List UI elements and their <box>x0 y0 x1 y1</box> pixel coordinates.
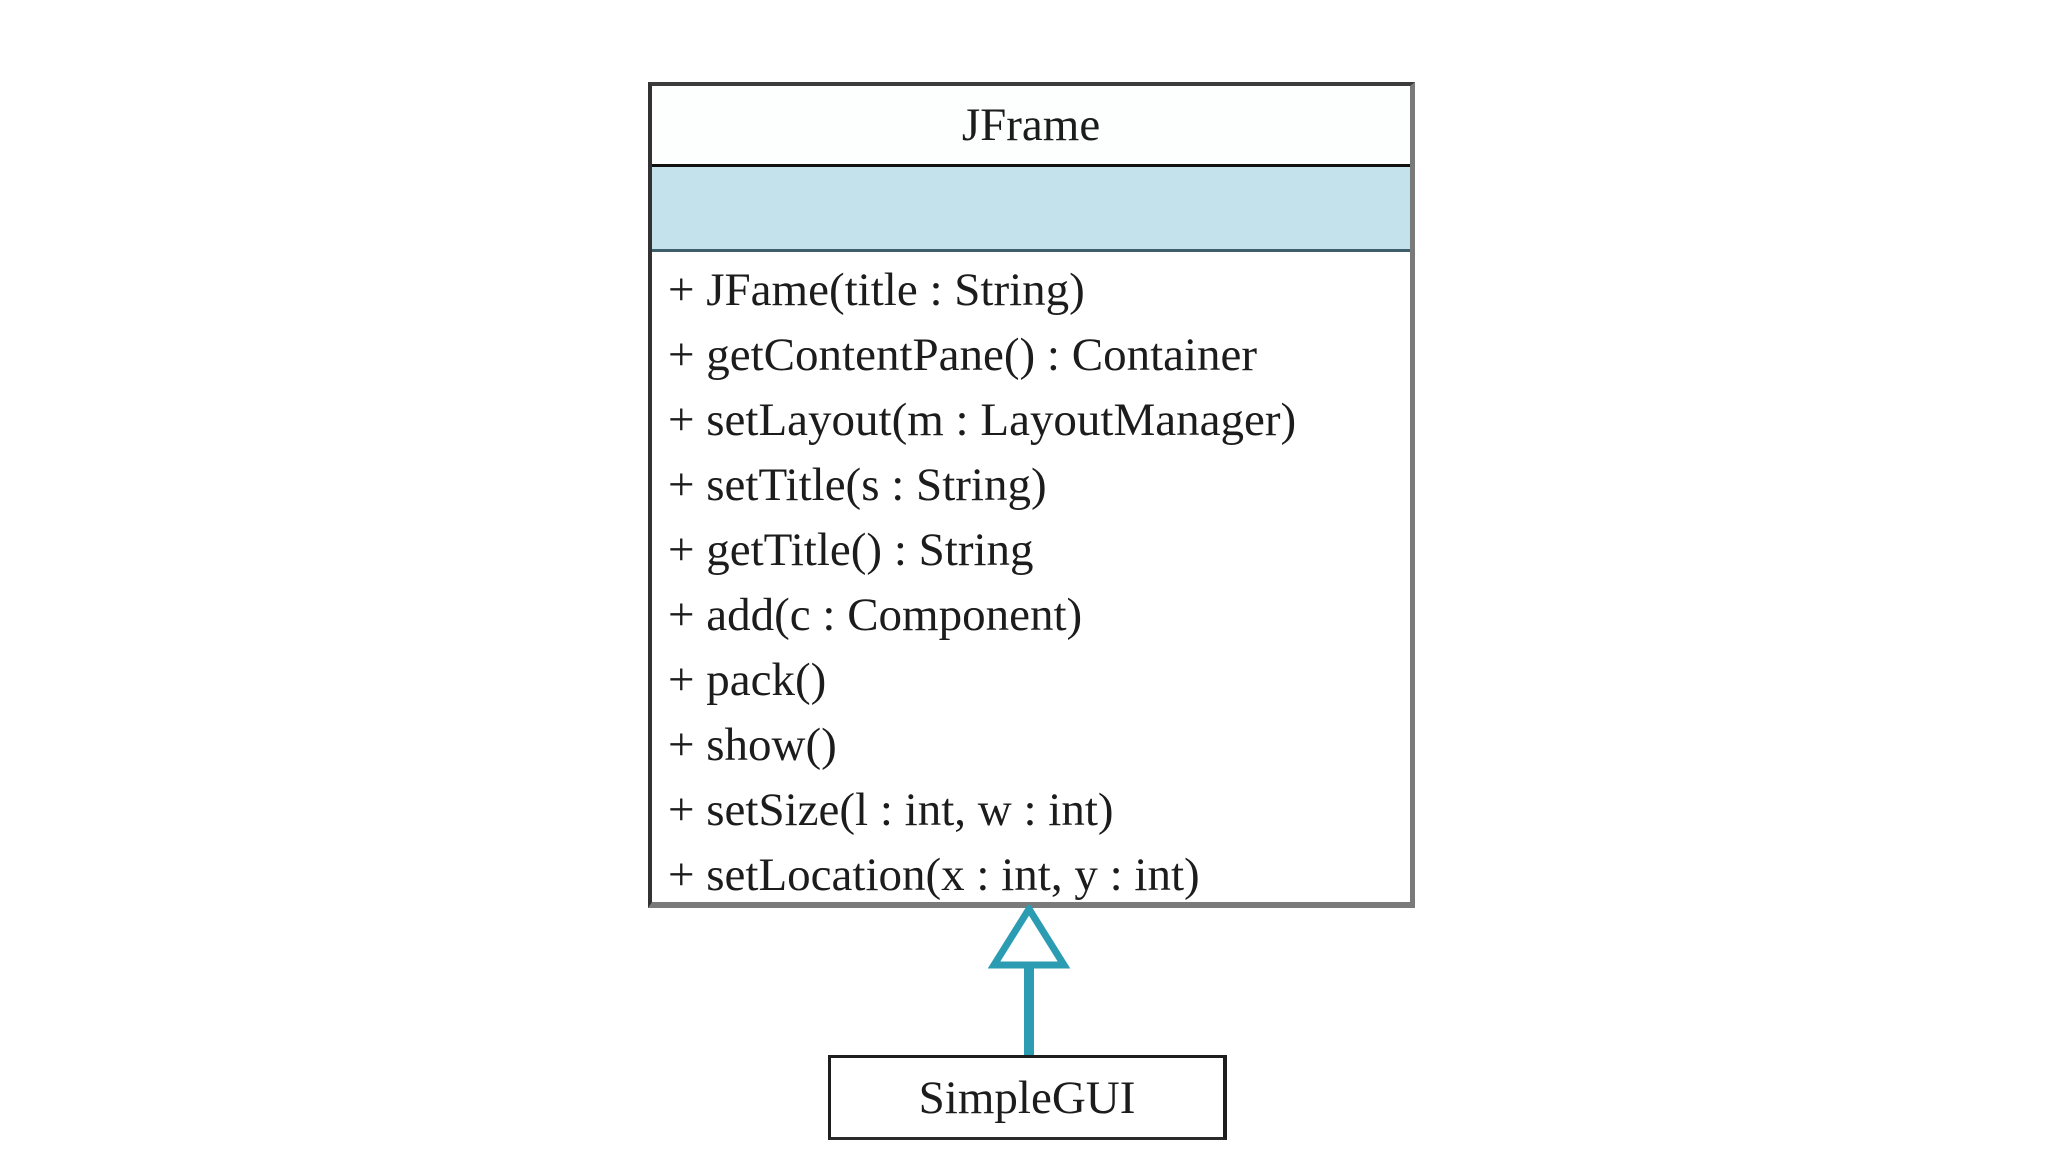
method-item: + pack() <box>668 654 827 706</box>
method-item: + getContentPane() : Container <box>668 329 1258 381</box>
class-box-simplegui: SimpleGUI <box>828 1055 1227 1140</box>
methods-compartment: + JFame(title : String) + getContentPane… <box>652 252 1410 902</box>
method-item: + setTitle(s : String) <box>668 459 1047 511</box>
method-item: + setSize(l : int, w : int) <box>668 784 1114 836</box>
inheritance-arrow <box>988 905 1070 1058</box>
attributes-compartment <box>652 167 1410 252</box>
class-name-simplegui: SimpleGUI <box>918 1071 1136 1124</box>
method-item: + add(c : Component) <box>668 589 1083 641</box>
method-item: + JFame(title : String) <box>668 264 1085 316</box>
method-item: + setLocation(x : int, y : int) <box>668 849 1200 901</box>
method-item: + setLayout(m : LayoutManager) <box>668 394 1297 446</box>
class-box-jframe: JFrame + JFame(title : String) + getCont… <box>648 82 1415 908</box>
class-name-jframe: JFrame <box>652 86 1410 167</box>
method-item: + show() <box>668 719 837 771</box>
method-item: + getTitle() : String <box>668 524 1034 576</box>
inheritance-arrow-head <box>988 905 1070 969</box>
